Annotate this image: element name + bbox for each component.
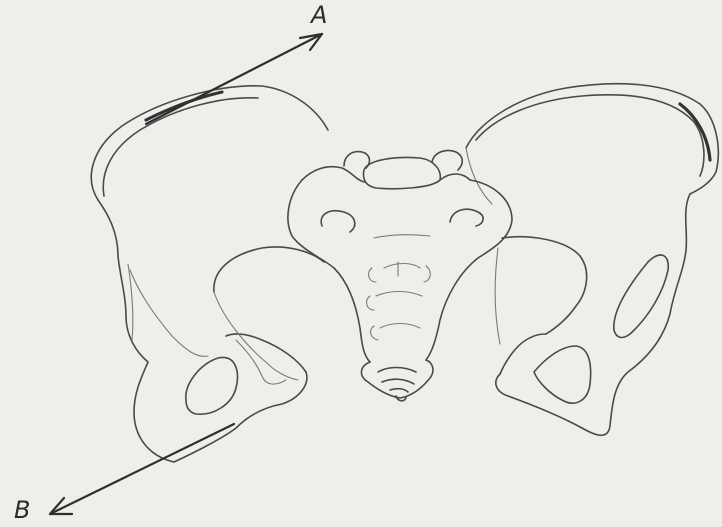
sacrum-outline — [288, 180, 512, 362]
sacral-base-right — [440, 174, 470, 180]
left-inner-wing — [130, 270, 208, 356]
arrow-a — [146, 34, 322, 124]
sacral-promontory — [364, 158, 441, 189]
right-lateral-edge — [582, 194, 690, 435]
left-iliac-crest-inner — [103, 98, 258, 196]
right-ischium — [496, 374, 582, 428]
left-lateral-edge — [98, 200, 174, 462]
sacral-ridge-3 — [376, 292, 422, 297]
coccyx — [361, 360, 433, 401]
right-obturator-foramen — [534, 346, 591, 403]
right-inner-wing — [466, 148, 492, 204]
sacral-ridge-1 — [374, 235, 430, 238]
left-sacral-ala — [321, 211, 355, 232]
left-ramus-detail — [236, 340, 286, 384]
left-ischium — [174, 372, 307, 462]
arrow-b — [50, 424, 234, 514]
sacral-ridge-4 — [380, 324, 420, 329]
right-pubic-ramus — [500, 334, 546, 374]
sacral-foramen-2 — [367, 296, 374, 310]
left-pubic-ramus — [226, 334, 306, 372]
right-iliac-crest — [466, 84, 718, 194]
right-sacral-ala — [450, 209, 483, 226]
left-obturator-foramen — [186, 357, 238, 414]
coccyx-segments — [378, 368, 416, 393]
left-pelvic-brim — [214, 247, 324, 292]
right-crest-highlight — [680, 104, 710, 160]
left-articular-process — [344, 152, 369, 168]
arrow-a-shaft — [146, 34, 322, 124]
right-wing-ridge — [614, 255, 668, 337]
right-hip-bone — [466, 84, 718, 436]
arrow-b-shaft — [50, 424, 234, 514]
label-a: A — [311, 3, 327, 27]
right-pelvic-brim — [502, 237, 587, 334]
sacral-base — [302, 167, 364, 182]
right-brim-inner — [495, 248, 500, 344]
left-crest-highlight — [146, 92, 222, 120]
sacral-ridge-2 — [384, 264, 420, 269]
sacral-foramen-1 — [369, 268, 376, 282]
sacral-foramen-3 — [371, 326, 378, 340]
sacral-foramen-4 — [424, 266, 430, 282]
label-b: B — [14, 498, 30, 522]
sacrum — [288, 150, 512, 362]
left-hip-bone — [91, 86, 328, 462]
